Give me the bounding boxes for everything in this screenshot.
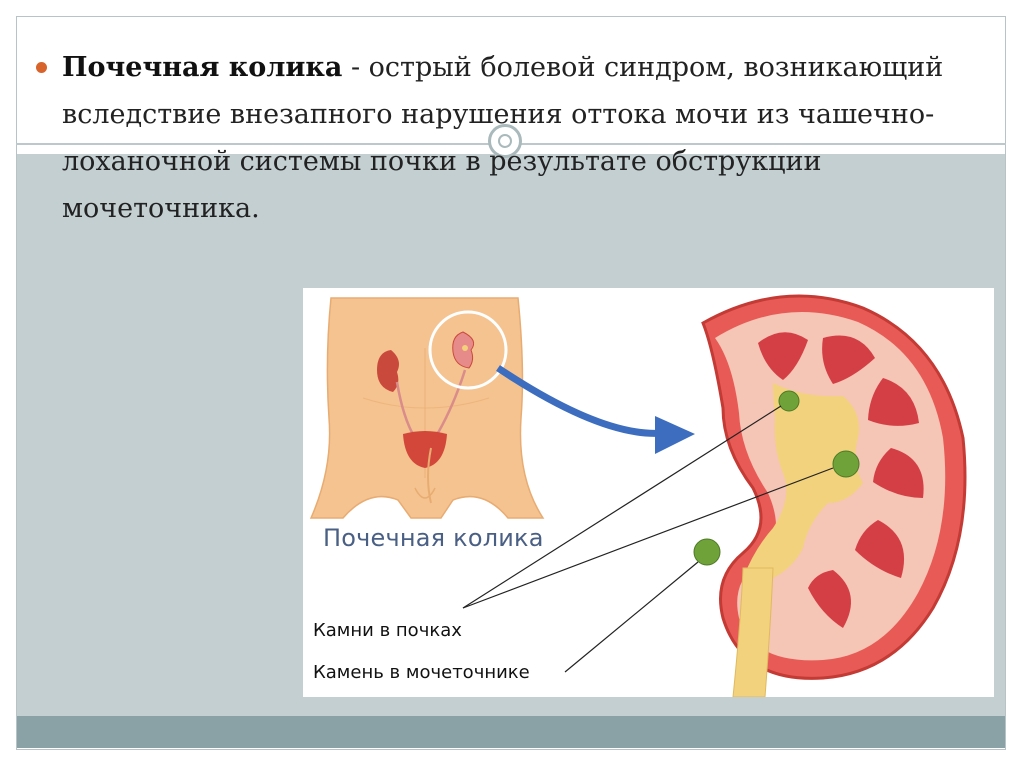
torso-illustration	[309, 297, 545, 519]
kidney-diagram-svg	[309, 294, 967, 697]
bullet-dot-icon	[36, 62, 47, 73]
label-stones-in-kidney: Камни в почках	[313, 620, 462, 641]
bullet-paragraph: Почечная колика - острый болевой синдром…	[36, 44, 976, 232]
pointer-line-3	[564, 561, 699, 673]
pointer-line-1	[462, 405, 782, 609]
footer-bar	[17, 716, 1005, 748]
pointer-line-2	[462, 467, 834, 609]
ureter-stone-icon	[693, 538, 721, 566]
arrow-head-icon	[655, 416, 695, 454]
kidney-stone-2-icon	[832, 450, 860, 478]
label-stone-in-ureter: Камень в мочеточнике	[313, 662, 530, 683]
kidney-stone-1-icon	[778, 390, 800, 412]
circle-ornament-icon	[488, 124, 522, 158]
kidney-illustration: Почечная колика Камни в почках Камень в …	[303, 288, 994, 697]
kidney-cross-section	[693, 294, 967, 697]
bullet-term: Почечная колика	[62, 52, 343, 83]
figure-caption: Почечная колика	[323, 524, 544, 552]
arrow-icon	[496, 365, 664, 437]
bullet-text: Почечная колика - острый болевой синдром…	[62, 44, 976, 232]
bullet-definition: - острый болевой синдром, возникающий вс…	[62, 52, 944, 224]
